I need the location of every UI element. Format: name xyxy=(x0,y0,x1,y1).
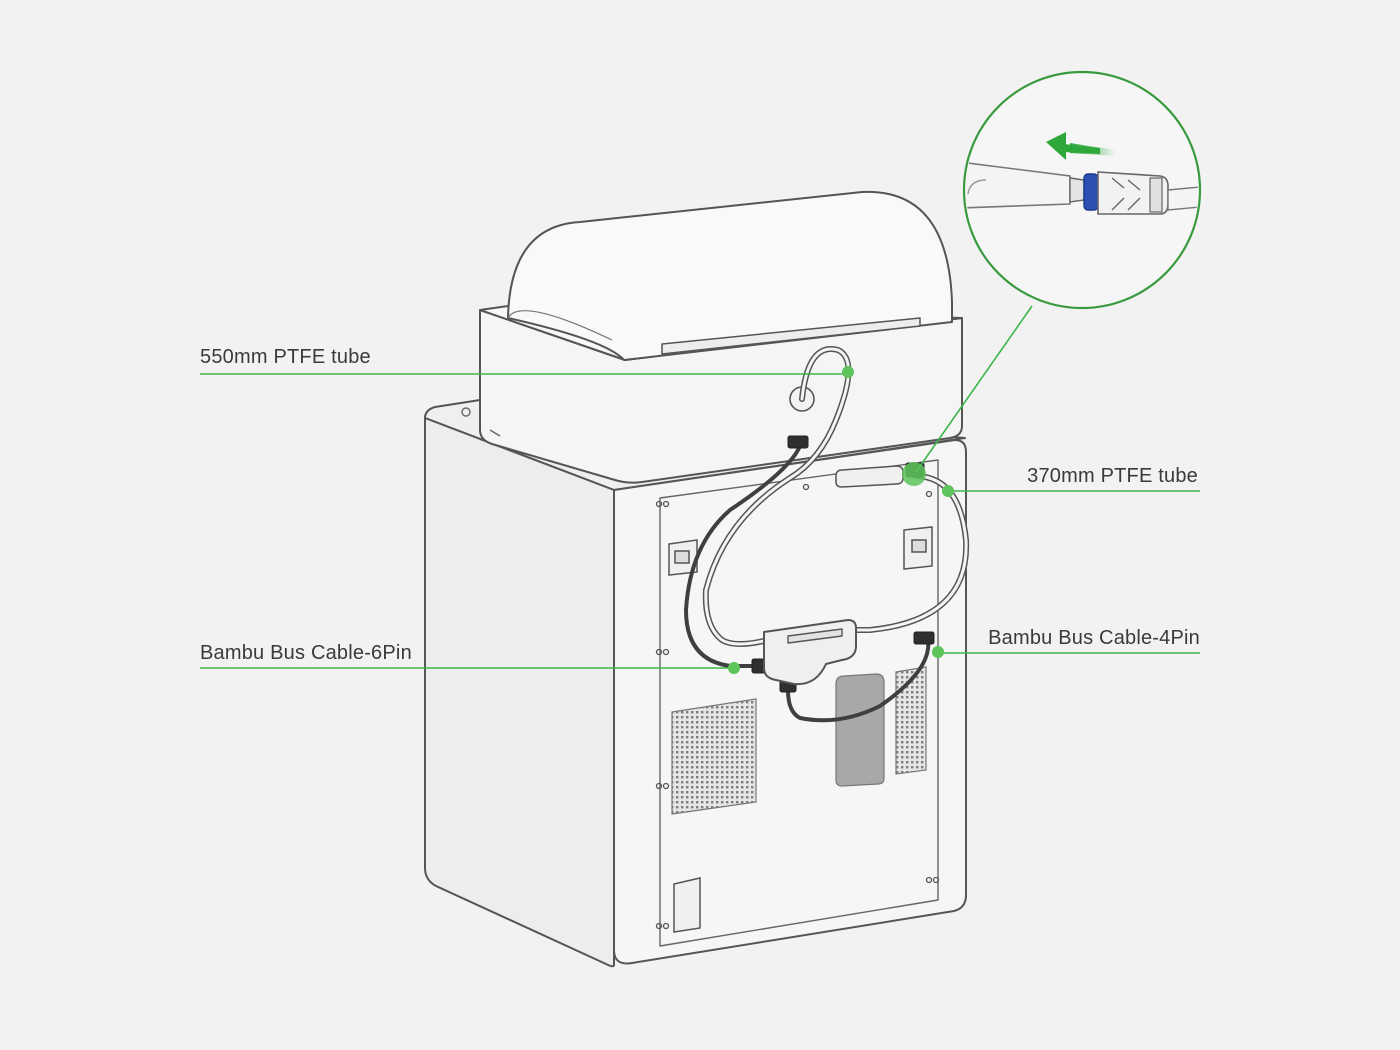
label-370mm-ptfe-tube: 370mm PTFE tube xyxy=(1027,465,1198,487)
leader-dots xyxy=(728,366,954,674)
label-550mm-ptfe-tube: 550mm PTFE tube xyxy=(200,346,371,368)
ams-unit xyxy=(479,190,963,484)
vent-grilles xyxy=(671,666,927,815)
leader-lines xyxy=(200,305,1200,669)
label-bus-cable-6pin: Bambu Bus Cable-6Pin xyxy=(200,642,412,664)
back-cutouts xyxy=(668,465,933,933)
panel-screws xyxy=(655,483,940,930)
bus-hub xyxy=(763,619,857,686)
arrow-left-icon xyxy=(1046,132,1116,160)
zoom-inset xyxy=(962,70,1202,310)
ptfe-tubes xyxy=(702,346,970,647)
label-bus-cable-4pin: Bambu Bus Cable-4Pin xyxy=(988,627,1200,649)
bus-cables xyxy=(683,444,931,723)
